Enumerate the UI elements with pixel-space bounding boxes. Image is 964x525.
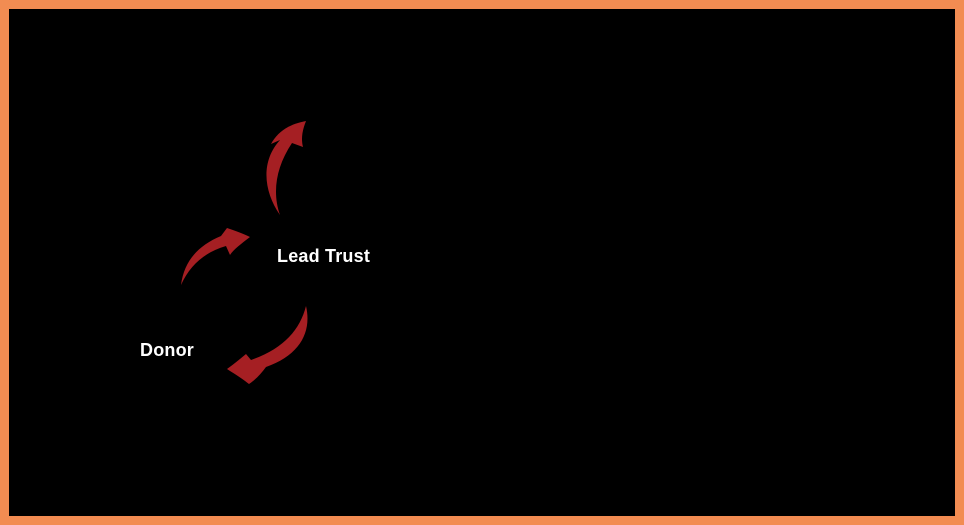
lead-trust-to-donor-arrow (227, 306, 308, 384)
donor-label: Donor (140, 340, 194, 360)
lead-trust-label: Lead Trust (277, 246, 371, 266)
donor-to-lead-trust-arrow (181, 228, 250, 285)
lead-trust-upward-arrow (266, 121, 306, 215)
